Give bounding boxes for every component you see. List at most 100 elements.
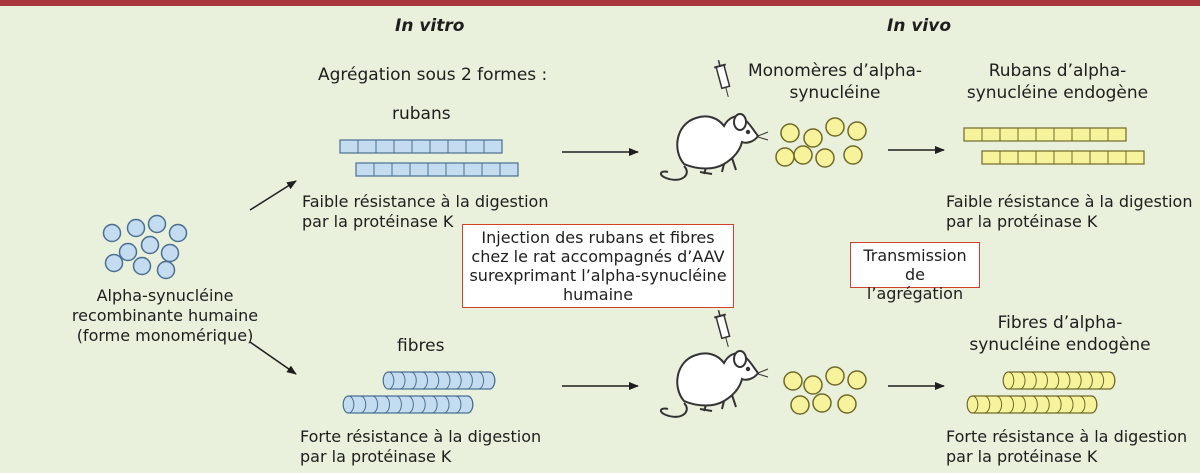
source-label-line1: Alpha-synucléine	[96, 286, 234, 305]
fibre-segment	[410, 371, 417, 390]
ribbon-segment-strip	[963, 127, 1127, 142]
fibre-segment	[399, 371, 406, 390]
fibre-segment	[972, 395, 979, 414]
transmission-box-line1: Transmission	[863, 246, 967, 265]
source-label-line2: recombinante humaine	[71, 306, 259, 325]
endo-fibres-label-line1: Fibres d’alpha-	[997, 313, 1123, 333]
fibre-segment	[1098, 371, 1105, 390]
injection-box: Injection des rubans et fibres chez le r…	[462, 224, 734, 308]
ribbon-segment-strip	[355, 162, 519, 177]
fibre-segment	[478, 371, 485, 390]
aggregation-title: Agrégation sous 2 formes :	[318, 65, 548, 85]
fibre-body	[966, 395, 1098, 414]
fibre-segment	[1055, 395, 1062, 414]
fibre-segment	[431, 395, 438, 414]
fibres-desc-line1: Forte résistance à la digestion	[300, 427, 542, 446]
monomers-label: Monomères d’alpha- synucléine	[735, 60, 935, 104]
fibre-segment	[1020, 395, 1026, 414]
fibres-yellow-graphic	[966, 371, 1116, 414]
fibre-segment	[1091, 395, 1098, 414]
fibre-segment	[388, 371, 395, 390]
injection-box-line1: Injection des rubans et fibres	[481, 228, 715, 247]
endo-fibres-label: Fibres d’alpha- synucléine endogène	[955, 312, 1165, 356]
endo-fibres-description: Forte résistance à la digestion par la p…	[946, 427, 1187, 467]
header-in-vivo: In vivo	[887, 16, 952, 36]
top-accent-bar	[0, 0, 1200, 6]
arrow-to-rubans	[249, 180, 297, 211]
endo-fibres-label-line2: synucléine endogène	[969, 335, 1151, 355]
yellow-monomers-top	[775, 117, 867, 168]
fibre-segment	[422, 371, 428, 390]
fibre-segment	[1053, 371, 1060, 390]
endo-rubans-label-line2: synucléine endogène	[966, 83, 1149, 103]
syringe-top-icon	[711, 57, 736, 100]
rubans-description: Faible résistance à la digestion par la …	[302, 192, 548, 232]
fibre-segment	[443, 395, 450, 414]
monomers-label-line2: synucléine	[789, 83, 881, 103]
fibre-segment	[996, 395, 1003, 414]
injection-box-line3: surexprimant l’alpha-synucléine	[469, 266, 727, 285]
rat-top	[659, 113, 769, 181]
fibre-segment	[1030, 371, 1037, 390]
arrow-to-fibres	[249, 341, 297, 375]
fibre-segment	[1075, 371, 1082, 390]
fibre-segment	[1043, 395, 1050, 414]
fibre-body	[342, 395, 474, 414]
fibre-segment	[407, 395, 414, 414]
source-label-line3: (forme monomérique)	[76, 326, 254, 345]
fibres-desc-line2: par la protéinase K	[300, 447, 452, 466]
fibres-description: Forte résistance à la digestion par la p…	[300, 427, 541, 467]
fibre-segment	[1008, 395, 1014, 414]
fibre-segment	[1086, 371, 1093, 390]
fibre-segment	[444, 371, 451, 390]
injection-box-line4: humaine	[562, 285, 634, 304]
fibre-segment	[455, 395, 462, 414]
fibres-label: fibres	[397, 336, 445, 356]
ribbon-segment-strip	[339, 139, 503, 154]
fibre-segment	[1109, 371, 1116, 390]
monomer-cluster-left	[102, 214, 188, 280]
fibre-segment	[455, 371, 462, 390]
monomers-label-line1: Monomères d’alpha-	[747, 61, 923, 81]
rubans-blue-graphic	[339, 139, 519, 177]
syringe-bottom-icon	[711, 307, 736, 350]
fibre-segment	[419, 395, 426, 414]
rubans-yellow-graphic	[963, 127, 1145, 165]
fibre-segment	[372, 395, 379, 414]
rubans-desc-line1: Faible résistance à la digestion	[302, 192, 549, 211]
yellow-monomers-bottom	[783, 366, 867, 415]
ribbon-segment-strip	[981, 150, 1145, 165]
fibre-segment	[467, 395, 474, 414]
endo-rubans-description: Faible résistance à la digestion par la …	[946, 192, 1192, 232]
source-label: Alpha-synucléine recombinante humaine (f…	[55, 286, 275, 346]
endo-rubans-desc-line1: Faible résistance à la digestion	[946, 192, 1193, 211]
endo-rubans-desc-line2: par la protéinase K	[946, 212, 1098, 231]
endo-fibres-desc-line1: Forte résistance à la digestion	[946, 427, 1188, 446]
fibre-segment	[1079, 395, 1086, 414]
fibre-segment	[1064, 371, 1071, 390]
fibre-segment	[1067, 395, 1074, 414]
fibre-segment	[1031, 395, 1038, 414]
fibre-segment	[489, 371, 496, 390]
endo-fibres-desc-line2: par la protéinase K	[946, 447, 1098, 466]
fibre-segment	[396, 395, 402, 414]
transmission-box-line2: de l’agrégation	[866, 265, 964, 303]
fibre-segment	[433, 371, 440, 390]
endo-rubans-label-line1: Rubans d’alpha-	[988, 61, 1127, 81]
injection-box-line2: chez le rat accompagnés d’AAV	[471, 247, 725, 266]
fibre-segment	[1008, 371, 1015, 390]
fibre-segment	[1042, 371, 1048, 390]
header-in-vitro: In vitro	[395, 16, 465, 36]
transmission-box: Transmission de l’agrégation	[850, 242, 980, 303]
fibre-segment	[348, 395, 355, 414]
fibre-segment	[384, 395, 390, 414]
fibre-segment	[466, 371, 473, 390]
fibre-segment	[360, 395, 367, 414]
rat-bottom	[659, 350, 769, 418]
fibre-segment	[984, 395, 991, 414]
endo-rubans-label: Rubans d’alpha- synucléine endogène	[950, 60, 1165, 104]
fibres-blue-graphic	[342, 371, 496, 414]
rubans-label: rubans	[392, 104, 451, 124]
fibre-segment	[1019, 371, 1026, 390]
